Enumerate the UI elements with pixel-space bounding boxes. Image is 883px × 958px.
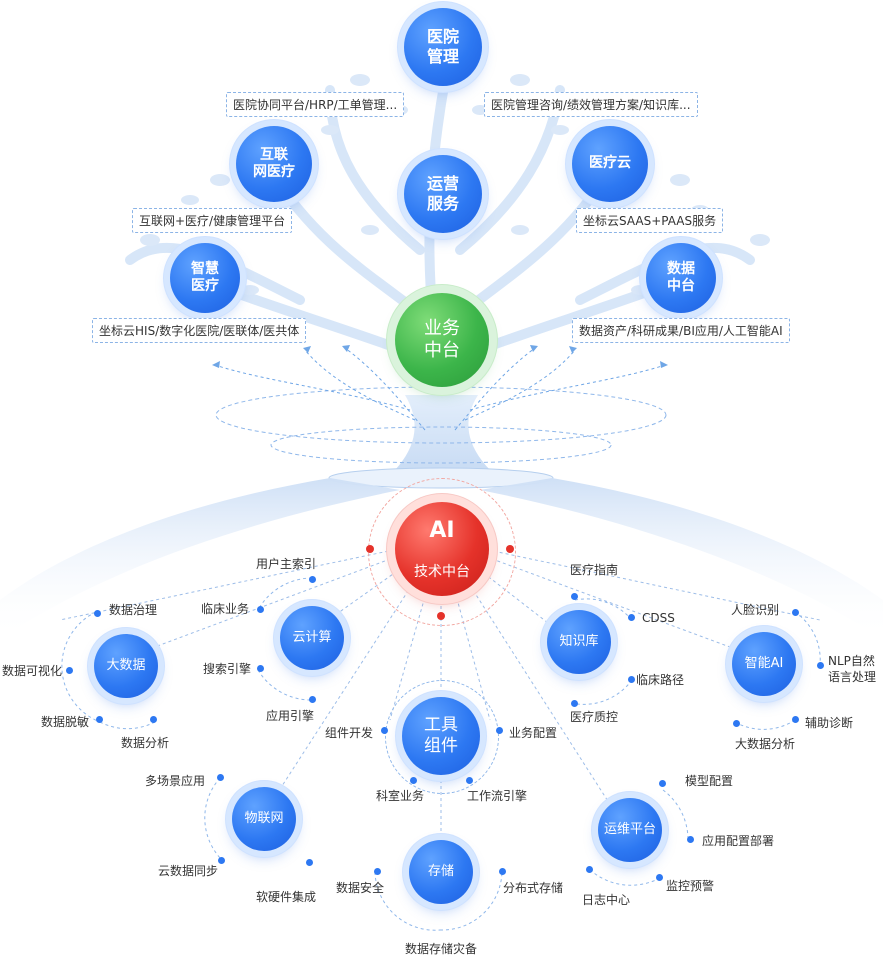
module-big-data[interactable]: 大数据 (94, 634, 158, 698)
module-dot (571, 593, 578, 600)
module-dot (374, 868, 381, 875)
label-nlp: NLP自然 语言处理 (828, 654, 877, 684)
ai-title: AI (429, 517, 455, 543)
module-dot (306, 859, 313, 866)
module-dot (94, 610, 101, 617)
tag-hospital-collab: 医院协同平台/HRP/工单管理... (226, 92, 405, 117)
module-dot (499, 868, 506, 875)
label-data-security: 数据安全 (336, 881, 385, 895)
node-internet-medical[interactable]: 互联 网医疗 (236, 126, 312, 202)
tree-leaves (140, 74, 770, 295)
label-data-governance: 数据治理 (109, 603, 158, 617)
tag-internet-health: 互联网+医疗/健康管理平台 (132, 208, 293, 233)
label-department-business: 科室业务 (376, 789, 425, 803)
ai-connector-dot (506, 545, 514, 553)
label-data-visualization: 数据可视化 (2, 664, 63, 678)
module-dot (628, 676, 635, 683)
label-app-engine: 应用引擎 (266, 709, 315, 723)
ai-connector-dot (437, 612, 445, 620)
module-dot (96, 716, 103, 723)
tag-hospital-consult: 医院管理咨询/绩效管理方案/知识库... (484, 92, 698, 117)
module-dot (66, 667, 73, 674)
root-left (0, 478, 400, 640)
node-business-center[interactable]: 业务 中台 (395, 293, 489, 387)
label-model-config: 模型配置 (685, 774, 734, 788)
module-dot (410, 777, 417, 784)
module-dot (687, 836, 694, 843)
module-storage[interactable]: 存储 (409, 840, 473, 904)
module-dot (150, 716, 157, 723)
module-dot (659, 780, 666, 787)
module-dot (792, 716, 799, 723)
label-data-analysis: 数据分析 (121, 736, 170, 750)
tag-his: 坐标云HIS/数字化医院/医联体/医共体 (92, 318, 307, 343)
module-dot (466, 777, 473, 784)
module-dot (817, 662, 824, 669)
label-component-dev: 组件开发 (325, 726, 374, 740)
module-dot (733, 720, 740, 727)
tree-trunk (395, 395, 490, 470)
label-monitoring-alert: 监控预警 (666, 879, 715, 893)
node-operation-service[interactable]: 运营 服务 (404, 155, 482, 233)
label-clinical-pathway: 临床路径 (636, 673, 685, 687)
ai-subtitle: 技术中台 (414, 564, 470, 580)
module-dot (792, 609, 799, 616)
label-data-masking: 数据脱敏 (41, 715, 90, 729)
tag-data-assets: 数据资产/科研成果/BI应用/人工智能AI (572, 318, 790, 343)
ai-connector-dot (366, 545, 374, 553)
label-business-config: 业务配置 (509, 726, 558, 740)
module-arcs (61, 577, 821, 931)
node-hospital-management[interactable]: 医院 管理 (404, 8, 482, 86)
module-dot (586, 866, 593, 873)
module-cloud-computing[interactable]: 云计算 (280, 606, 344, 670)
node-smart-medical[interactable]: 智慧 医疗 (170, 243, 240, 313)
label-app-deploy: 应用配置部署 (702, 834, 775, 848)
module-dot (218, 857, 225, 864)
label-storage-disaster-recovery: 数据存储灾备 (405, 942, 478, 956)
label-assisted-diagnosis: 辅助诊断 (805, 716, 854, 730)
module-iot[interactable]: 物联网 (232, 787, 296, 851)
label-face-recognition: 人脸识别 (731, 603, 780, 617)
node-medical-cloud[interactable]: 医疗云 (572, 126, 648, 202)
module-dot (217, 774, 224, 781)
node-data-center[interactable]: 数据 中台 (646, 243, 716, 313)
label-clinical-business: 临床业务 (201, 602, 250, 616)
label-cdss: CDSS (642, 611, 675, 625)
module-dot (381, 727, 388, 734)
module-dot (571, 700, 578, 707)
module-dot (656, 874, 663, 881)
label-big-data-analysis: 大数据分析 (735, 737, 796, 751)
label-search-engine: 搜索引擎 (203, 662, 252, 676)
orbit-ellipse (270, 426, 612, 464)
module-dot (309, 696, 316, 703)
label-user-master-index: 用户主索引 (256, 557, 317, 571)
label-hw-sw-integration: 软硬件集成 (256, 890, 317, 904)
module-dot (628, 614, 635, 621)
upward-arrows (214, 347, 666, 431)
orbit-ellipse (215, 386, 667, 444)
tools-ring (385, 680, 499, 794)
module-dot (496, 727, 503, 734)
node-ai-tech-center[interactable]: AI 技术中台 (395, 502, 489, 596)
module-tool-components[interactable]: 工具 组件 (402, 697, 480, 775)
label-cloud-sync: 云数据同步 (158, 864, 219, 878)
label-medical-guide: 医疗指南 (570, 563, 619, 577)
arrow-heads (212, 345, 668, 368)
label-log-center: 日志中心 (582, 893, 631, 907)
root-right (480, 478, 883, 640)
module-dot (309, 576, 316, 583)
label-distributed-storage: 分布式存储 (503, 881, 564, 895)
module-knowledge-base[interactable]: 知识库 (547, 610, 611, 674)
label-workflow-engine: 工作流引擎 (467, 789, 528, 803)
label-quality-control: 医疗质控 (570, 710, 619, 724)
module-smart-ai[interactable]: 智能AI (732, 632, 796, 696)
module-ops-platform[interactable]: 运维平台 (598, 798, 662, 862)
module-dot (257, 606, 264, 613)
tag-cloud-saas: 坐标云SAAS+PAAS服务 (576, 208, 724, 233)
label-multi-scenario: 多场景应用 (145, 774, 206, 788)
module-dot (257, 665, 264, 672)
